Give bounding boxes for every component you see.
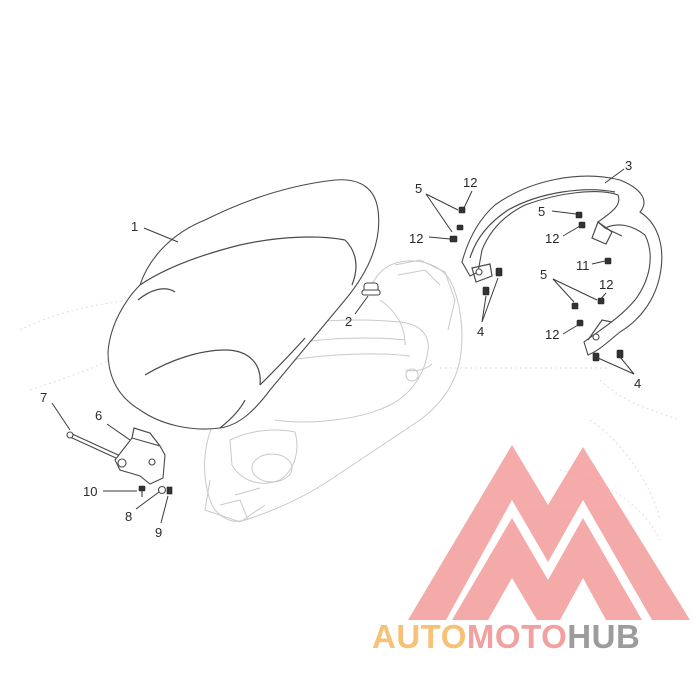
seat [107,179,380,430]
callout-5-top-left: 5 [415,181,422,196]
wordmark-auto: AUTO [372,618,467,655]
scooter-body-ghost [19,259,681,541]
callout-4-top: 4 [477,324,484,339]
logo-inner-mark [452,518,642,620]
callout-3: 3 [625,158,632,173]
wordmark-hub: HUB [567,618,640,655]
leader-lines [51,168,635,524]
callout-8: 8 [125,509,132,524]
wordmark-moto: MOTO [467,618,567,655]
callout-10: 10 [83,484,97,499]
logo-triangle-mark [408,445,690,620]
callout-2: 2 [345,314,352,329]
handle-bolts [449,206,624,362]
callout-12-right: 12 [545,231,559,246]
watermark-wordmark: AUTOMOTOHUB [372,618,640,655]
callout-labels: 1 2 3 4 4 5 5 5 6 7 8 9 10 11 12 12 12 1… [40,158,641,540]
svg-text:AUTOMOTOHUB: AUTOMOTOHUB [372,618,640,655]
callout-12-lower-right: 12 [599,277,613,292]
automotohub-logo [408,445,690,620]
callout-5-lower: 5 [540,267,547,282]
rear-grab-handle [461,175,663,356]
callout-6: 6 [95,408,102,423]
seat-hinge-assembly [66,427,173,497]
callout-9: 9 [155,525,162,540]
callout-1: 1 [131,219,138,234]
callout-12-left: 12 [409,231,423,246]
callout-4-bottom: 4 [634,376,641,391]
rubber-buffer [361,282,381,296]
callout-12-top: 12 [463,175,477,190]
callout-12-lower-left: 12 [545,327,559,342]
hinge-screw [138,485,146,497]
callout-7: 7 [40,390,47,405]
callout-11: 11 [576,258,590,273]
callout-5-right: 5 [538,204,545,219]
